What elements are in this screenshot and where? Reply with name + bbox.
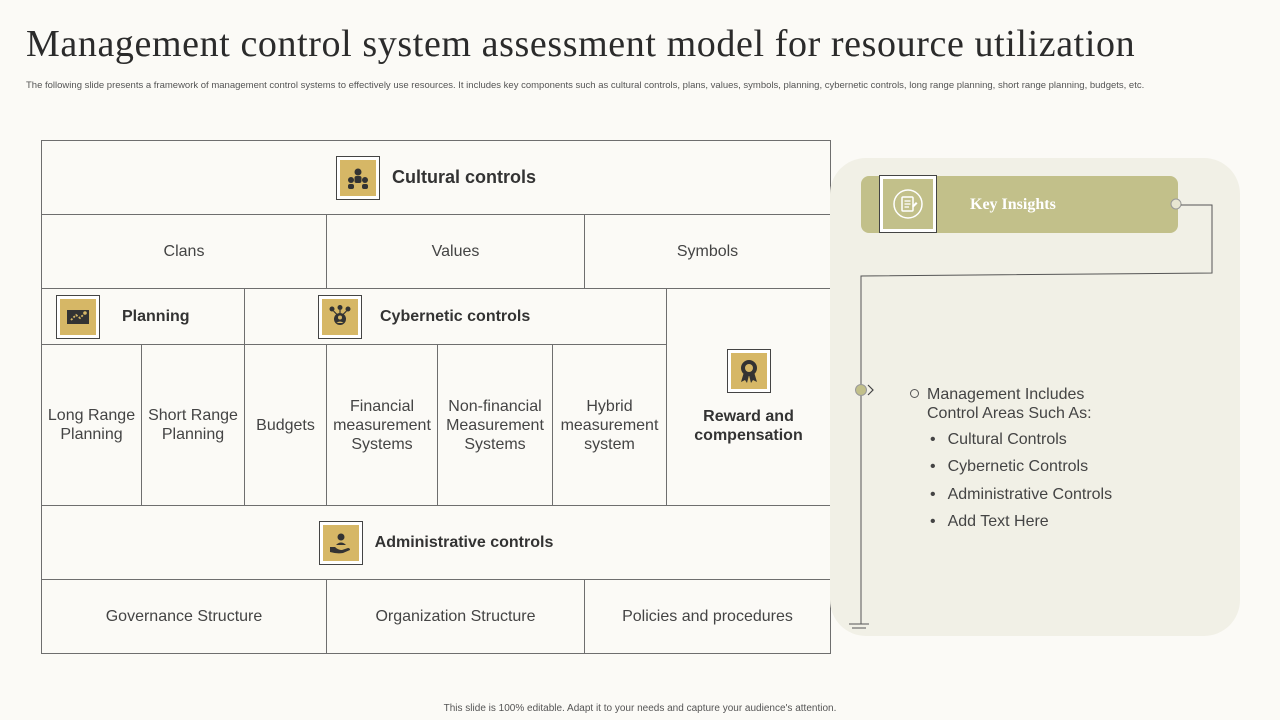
slide-subtitle: The following slide presents a framework… xyxy=(26,80,1145,91)
insight-item: Cybernetic Controls xyxy=(930,457,1112,484)
reward-compensation-title: Reward and compensation xyxy=(694,408,803,444)
notes-icon xyxy=(879,175,937,233)
insights-panel xyxy=(830,158,1240,636)
hand-care-icon xyxy=(318,520,363,565)
insight-item: Administrative Controls xyxy=(930,485,1113,512)
award-badge-icon xyxy=(726,349,771,393)
framework-grid: Cultural controls Clans Values Symbols P… xyxy=(41,140,831,654)
insights-list: Cultural Controls Cybernetic Controls Ad… xyxy=(930,430,1113,539)
team-icon xyxy=(335,155,380,200)
insights-heading: Management Includes Control Areas Such A… xyxy=(927,385,1107,423)
cybernetic-item-financial: Financial measurement Systems xyxy=(326,344,438,506)
network-icon xyxy=(318,294,362,339)
planning-title: Planning xyxy=(122,308,190,325)
cybernetic-controls-title: Cybernetic controls xyxy=(380,308,531,325)
key-insights-title: Key Insights xyxy=(970,196,1056,213)
insight-item: Add Text Here xyxy=(930,512,1112,539)
cultural-controls-title: Cultural controls xyxy=(391,167,536,187)
cybernetic-item-non-financial: Non-financial Measurement Systems xyxy=(437,344,553,506)
cybernetic-item-hybrid: Hybrid measurement system xyxy=(552,344,667,506)
administrative-item-policies: Policies and procedures xyxy=(584,579,831,654)
administrative-controls-title: Administrative controls xyxy=(374,534,554,551)
insight-item: Cultural Controls xyxy=(930,430,1112,457)
slide-footer: This slide is 100% editable. Adapt it to… xyxy=(443,703,837,714)
administrative-controls-header: Administrative controls xyxy=(41,505,831,580)
insight-heading-bullet xyxy=(910,389,919,398)
map-icon xyxy=(56,294,100,339)
slide-title: Management control system assessment mod… xyxy=(26,23,1136,65)
insights-heading-text: Management Includes Control Areas Such A… xyxy=(927,386,1092,422)
